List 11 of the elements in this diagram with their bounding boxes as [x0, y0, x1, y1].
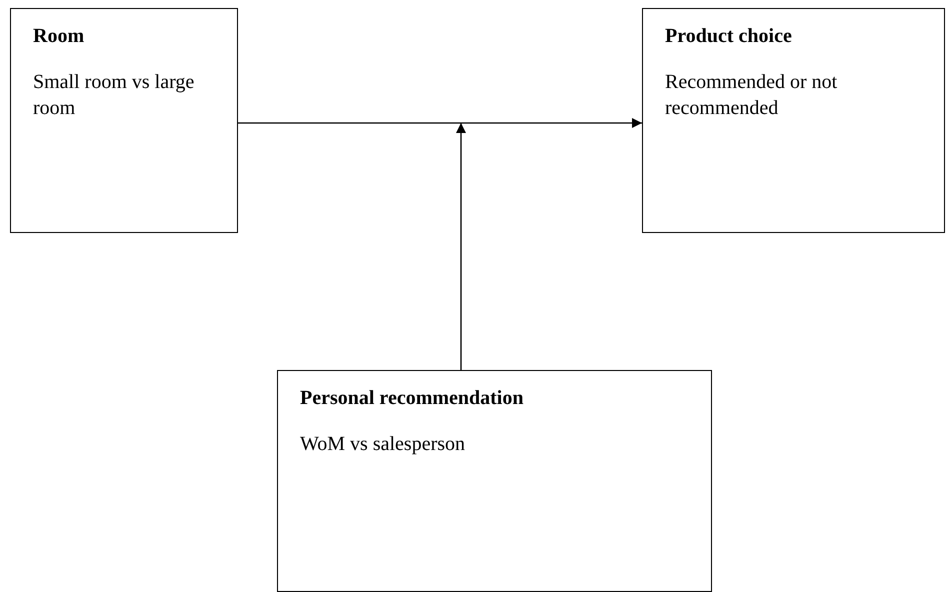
box-heading: Room: [33, 24, 86, 49]
process-box: [10, 8, 238, 233]
arrow: [238, 118, 642, 128]
process-box: [642, 8, 945, 233]
box-heading: Personal recommendation: [300, 386, 524, 411]
process-box: [277, 370, 712, 592]
arrow: [456, 123, 466, 370]
box-text: WoM vs salesperson: [300, 432, 466, 457]
box-text: Recommended or not recommended: [665, 70, 838, 121]
box-heading: Product choice: [665, 24, 793, 49]
box-text: Small room vs large room: [33, 70, 196, 121]
